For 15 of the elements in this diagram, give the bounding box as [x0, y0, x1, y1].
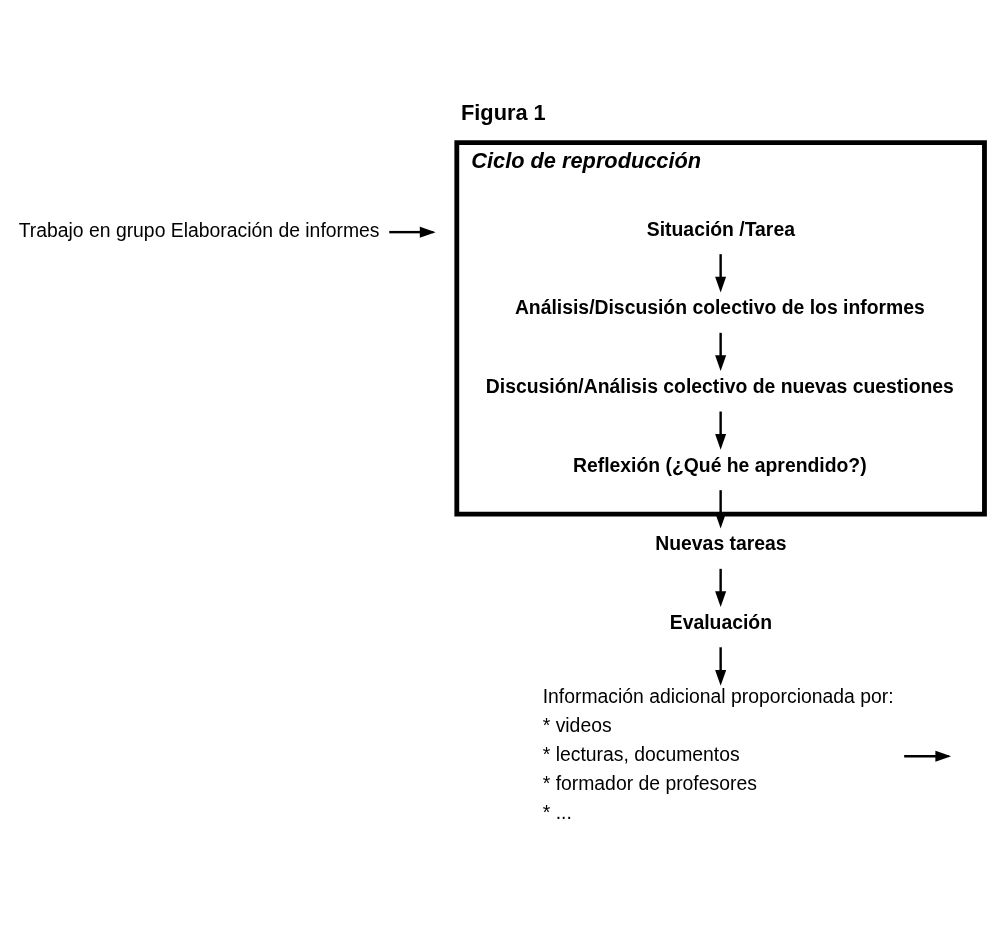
arrow — [714, 411, 726, 450]
arrow — [714, 647, 726, 686]
node-text: Reflexión (¿Qué he aprendido?) — [572, 453, 867, 476]
node-text: Nuevas tareas — [654, 532, 787, 555]
arrow — [714, 568, 726, 608]
diagram-title: Figura 1 — [460, 100, 546, 126]
node-text: Evaluación — [669, 610, 772, 633]
arrow — [714, 254, 726, 293]
node-text: Información adicional proporcionada por: * videos * lecturas, documentos * formador de profesores * ... — [542, 684, 894, 823]
node-text: Situación /Tarea — [646, 217, 795, 240]
node-text: Análisis/Discusión colectivo de los informes — [514, 296, 925, 319]
node-text: Discusión/Análisis colectivo de nuevas cuestiones — [485, 374, 954, 397]
node-text: Trabajo en grupo Elaboración de informes — [18, 218, 380, 241]
arrow — [714, 490, 726, 529]
arrow — [714, 332, 726, 372]
